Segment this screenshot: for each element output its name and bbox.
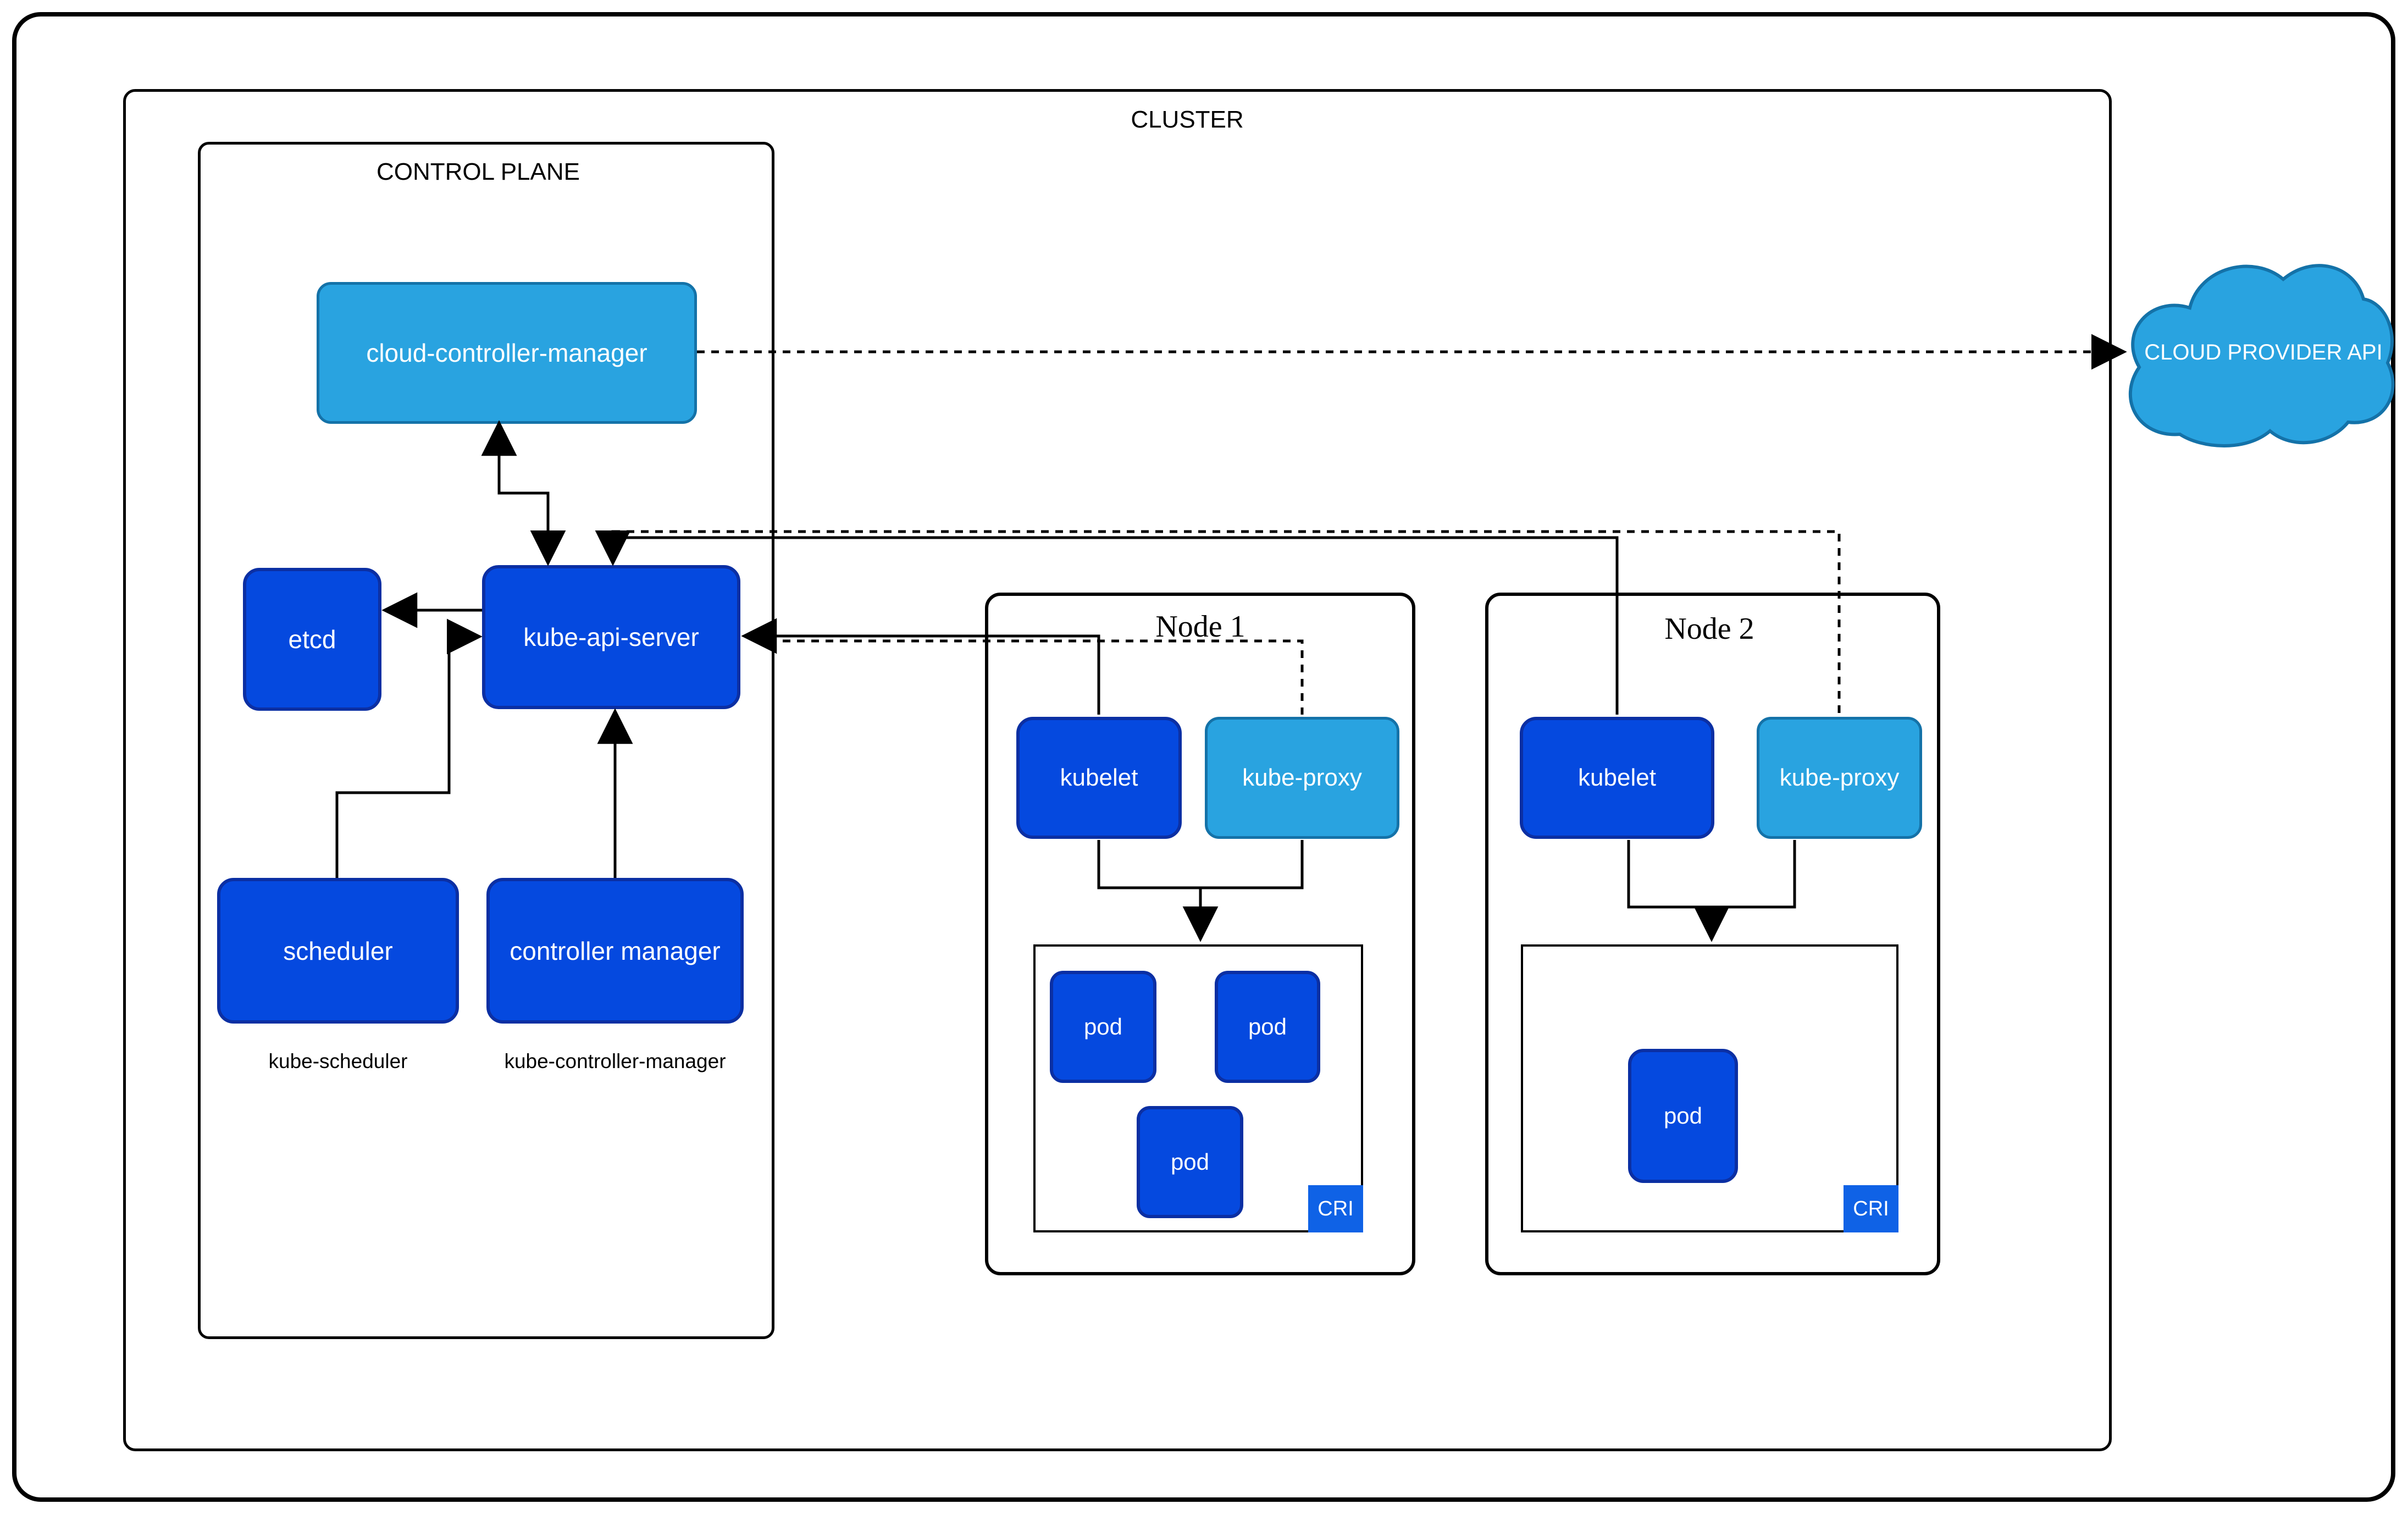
node1-kubelet-box: kubelet	[1016, 717, 1182, 839]
node2-pod: pod	[1628, 1049, 1738, 1183]
node2-kube-proxy-box: kube-proxy	[1757, 717, 1922, 839]
node1-cri-badge: CRI	[1308, 1185, 1363, 1232]
node2-kubelet-box: kubelet	[1520, 717, 1714, 839]
etcd-box: etcd	[243, 568, 381, 711]
kube-scheduler-sublabel: kube-scheduler	[268, 1050, 408, 1072]
node1-kube-proxy-box: kube-proxy	[1205, 717, 1399, 839]
node1-pod: pod	[1050, 971, 1156, 1083]
node1-pod: pod	[1137, 1106, 1243, 1218]
cluster-boundary	[123, 89, 2112, 1451]
node1-title: Node 1	[1155, 610, 1245, 644]
node2-title: Node 2	[1664, 612, 1754, 646]
node2-cri-badge: CRI	[1844, 1185, 1898, 1232]
scheduler-box: scheduler	[217, 878, 459, 1024]
control-plane-label: CONTROL PLANE	[376, 158, 580, 185]
kube-controller-manager-sublabel: kube-controller-manager	[504, 1050, 726, 1072]
cluster-label: CLUSTER	[1131, 106, 1244, 133]
node1-pod: pod	[1215, 971, 1320, 1083]
control-plane-boundary	[198, 142, 774, 1339]
kube-api-server-box: kube-api-server	[482, 565, 740, 709]
controller-manager-box: controller manager	[486, 878, 744, 1024]
cloud-controller-manager-box: cloud-controller-manager	[317, 282, 697, 424]
